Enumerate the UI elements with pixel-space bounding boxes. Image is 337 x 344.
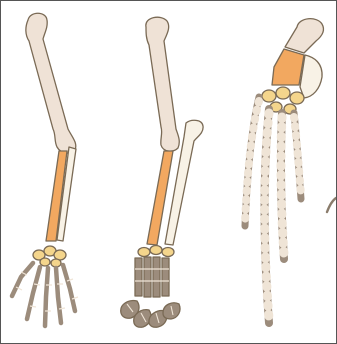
bat-wing-skeleton-icon xyxy=(327,198,336,212)
paw-toes-2 xyxy=(121,301,180,328)
whale-flipper-skeleton-icon xyxy=(245,19,323,323)
carpals-2 xyxy=(138,246,174,257)
humerus-bone-2 xyxy=(146,17,179,151)
digits-3 xyxy=(245,97,301,323)
carpals-1 xyxy=(33,246,66,267)
humerus-bone-1 xyxy=(26,13,76,153)
bat-digit-fragment xyxy=(327,198,336,212)
metacarpals-2 xyxy=(135,257,169,297)
cat-foreleg-skeleton-icon xyxy=(121,17,203,327)
humerus-bone-3 xyxy=(285,19,323,53)
human-arm-skeleton-icon xyxy=(12,13,78,326)
radius-bone-3 xyxy=(272,49,304,85)
